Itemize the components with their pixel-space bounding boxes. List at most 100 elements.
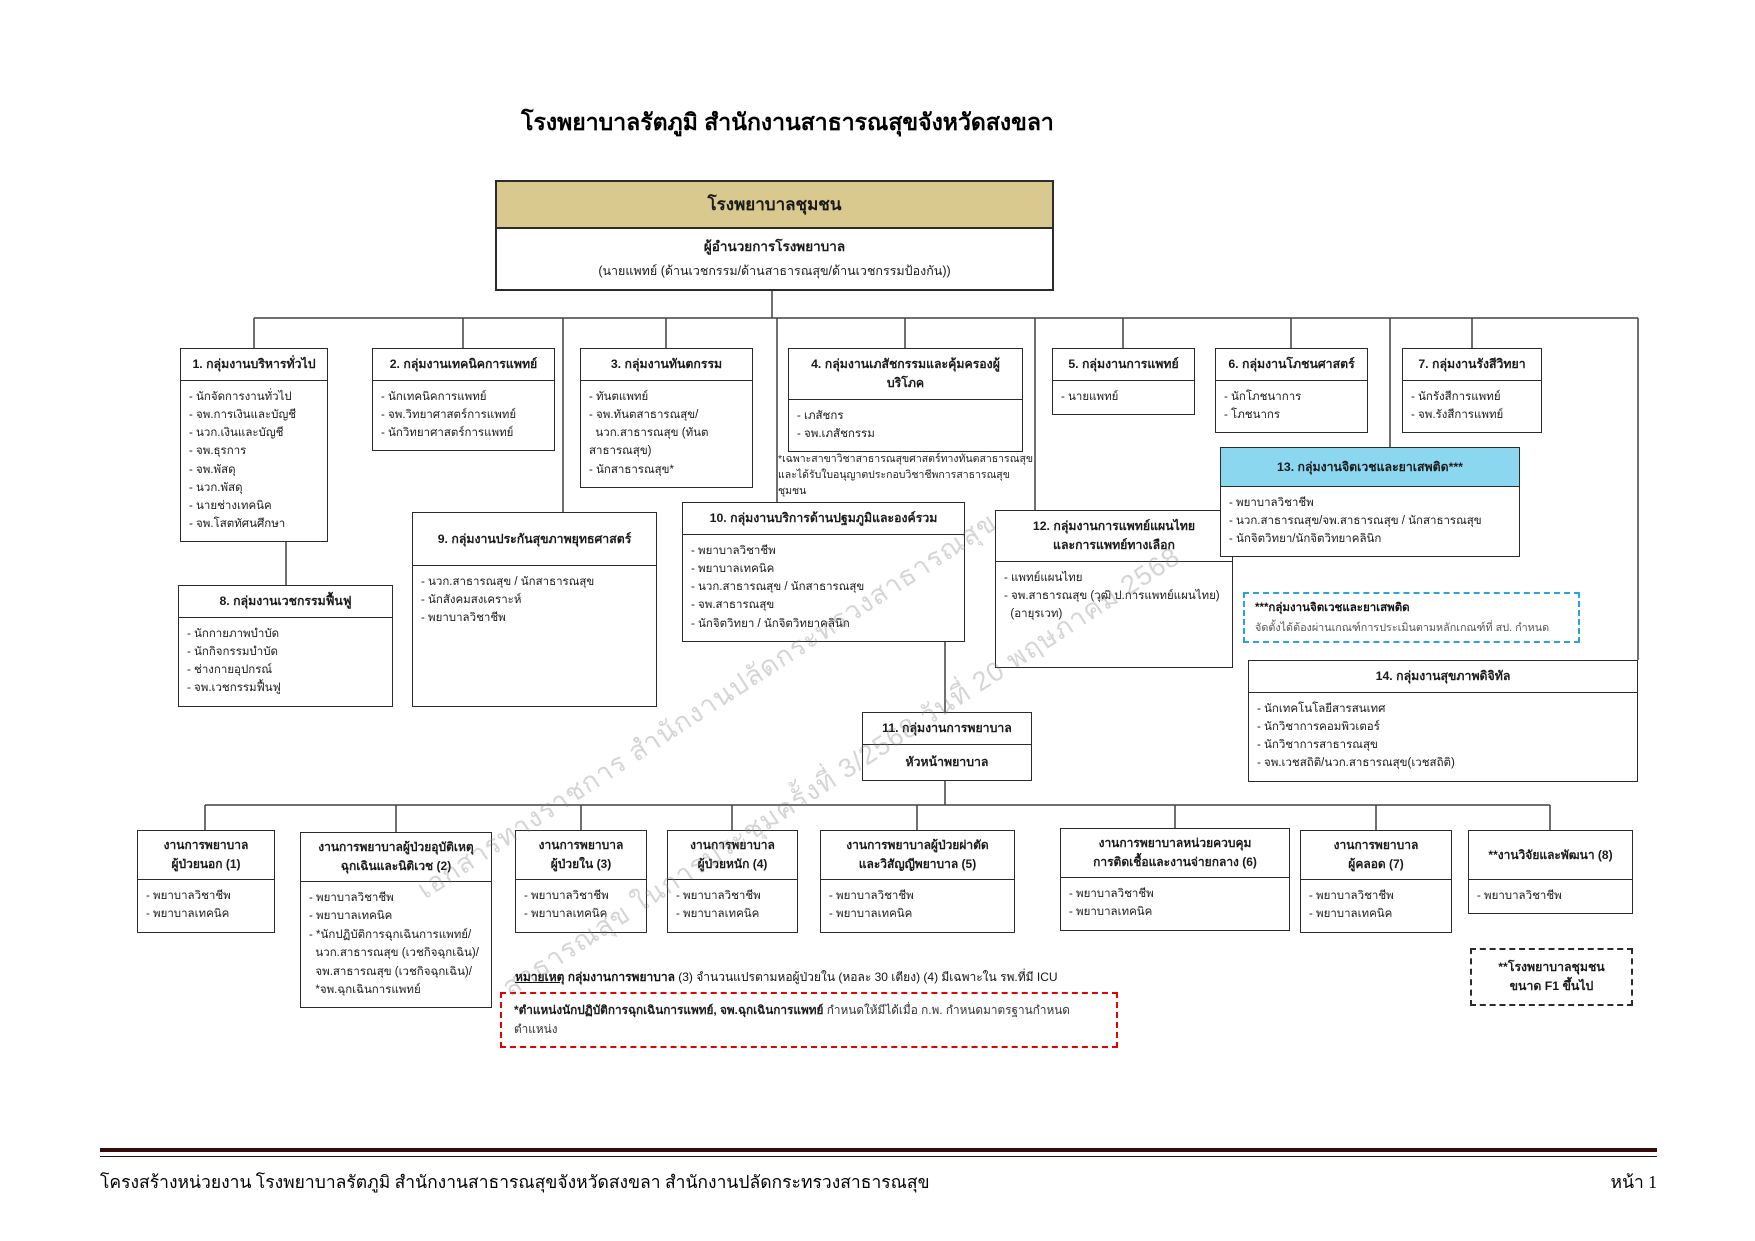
footer-rule xyxy=(100,1148,1657,1157)
org-box-4-items: - เภสัชกร - จพ.เภสัชกรรม xyxy=(789,400,1022,451)
staff-line: - พยาบาลเทคนิค xyxy=(524,908,608,921)
staff-line: - พยาบาลเทคนิค xyxy=(1069,906,1153,919)
staff-line: - จพ.รังสีการแพทย์ xyxy=(1411,409,1504,422)
staff-line: - นวก.สาธารณสุข / นักสาธารณสุข xyxy=(421,576,595,588)
emergency-position-note-text: กำหนดให้มีได้เมื่อ ก.พ. กำหนดมาตรฐานกำหน… xyxy=(514,1003,1070,1036)
org-box-9-title: 9. กลุ่มงานประกันสุขภาพยุทธศาสตร์ xyxy=(413,513,656,566)
staff-line: - แพทย์แผนไทย xyxy=(1004,572,1083,584)
root-box-body: ผู้อำนวยการโรงพยาบาล (นายแพทย์ (ด้านเวชก… xyxy=(497,229,1052,289)
dental-footnote: *เฉพาะสาขาวิชาสาธารณสุขศาสตร์ทางทันตสาธา… xyxy=(778,453,1034,497)
staff-line: - จพ.เวชกรรมฟื้นฟู xyxy=(187,682,281,695)
staff-line: - พยาบาลวิชาชีพ xyxy=(1477,890,1562,902)
staff-line: - จพ.พัสดุ xyxy=(189,463,236,476)
f1-hospital-note: **โรงพยาบาลชุมชน ขนาด F1 ขึ้นไป xyxy=(1470,948,1633,1006)
org-box-14-items: - นักเทคโนโลยีสารสนเทศ - นักวิชาการคอมพิว… xyxy=(1249,693,1637,781)
staff-line: - โภชนากร xyxy=(1224,409,1281,422)
org-box-10-items: - พยาบาลวิชาชีพ- พยาบาลเทคนิค- นวก.สาธาร… xyxy=(683,535,964,641)
nursing-box-2-items: - พยาบาลวิชาชีพ- พยาบาลเทคนิค- *นักปฏิบั… xyxy=(301,882,491,1007)
org-box-13-title: 13. กลุ่มงานจิตเวชและยาเสพติด*** xyxy=(1221,448,1519,487)
staff-line: - พยาบาลเทคนิค xyxy=(829,908,913,921)
org-box-10-primary-care: 10. กลุ่มงานบริการด้านปฐมภูมิและองค์รวม … xyxy=(682,502,965,642)
staff-line: - เภสัชกร xyxy=(797,410,844,422)
staff-line: - นักวิชาการสาธารณสุข xyxy=(1257,739,1378,752)
staff-line: - จพ.สาธารณสุข (วุฒิ ป.การแพทย์แผนไทย) xyxy=(1004,590,1220,603)
staff-line: - นวก.เงินและบัญชี xyxy=(189,427,284,440)
staff-line: - พยาบาลวิชาชีพ xyxy=(829,890,914,902)
remark-line: หมายเหตุ กลุ่มงานการพยาบาล (3) จำนวนแปรต… xyxy=(515,968,1058,987)
org-box-11-nursing: 11. กลุ่มงานการพยาบาล หัวหน้าพยาบาล xyxy=(862,712,1032,781)
org-box-7-title: 7. กลุ่มงานรังสีวิทยา xyxy=(1403,349,1541,381)
staff-line: - พยาบาลวิชาชีพ xyxy=(1069,888,1154,900)
staff-line: - จพ.โสตทัศนศึกษา xyxy=(189,518,286,531)
staff-line: นวก.สาธารณสุข (เวชกิจฉุกเฉิน)/ xyxy=(309,947,479,960)
staff-line: - นักสาธารณสุข* xyxy=(589,463,675,476)
staff-line: - จพ.เภสัชกรรม xyxy=(797,428,875,441)
staff-line: - นักกิจกรรมบำบัด xyxy=(187,646,278,659)
staff-line: - จพ.การเงินและบัญชี xyxy=(189,409,297,422)
nursing-box-3-items: - พยาบาลวิชาชีพ - พยาบาลเทคนิค xyxy=(516,880,646,932)
staff-line: - นักโภชนาการ xyxy=(1224,391,1302,403)
staff-line: - จพ.ทันตสาธารณสุข/ xyxy=(589,409,699,422)
staff-line: - พยาบาลวิชาชีพ xyxy=(524,890,609,902)
org-box-5-medicine: 5. กลุ่มงานการแพทย์ - นายแพทย์ xyxy=(1052,348,1195,416)
org-box-2-medical-technology: 2. กลุ่มงานเทคนิคการแพทย์ - นักเทคนิคการ… xyxy=(372,348,555,452)
staff-line: - นวก.สาธารณสุข / นักสาธารณสุข xyxy=(691,581,865,594)
staff-line: - นักสังคมสงเคราะห์ xyxy=(421,594,522,607)
org-box-12-thai-medicine: 12. กลุ่มงานการแพทย์แผนไทย และการแพทย์ทา… xyxy=(995,510,1233,668)
staff-line: - นักรังสีการแพทย์ xyxy=(1411,391,1501,403)
footer-left-text: โครงสร้างหน่วยงาน โรงพยาบาลรัตภูมิ สำนัก… xyxy=(100,1172,930,1192)
staff-line: - พยาบาลวิชาชีพ xyxy=(676,890,761,902)
staff-line: - นักวิทยาศาสตร์การแพทย์ xyxy=(381,427,514,440)
staff-line: - พยาบาลเทคนิค xyxy=(1309,908,1393,921)
emergency-position-note-bold: *ตำแหน่งนักปฏิบัติการฉุกเฉินการแพทย์, จพ… xyxy=(514,1003,827,1017)
staff-line: - นายแพทย์ xyxy=(1061,391,1119,403)
staff-line: - นายช่างเทคนิค xyxy=(189,499,272,512)
org-box-14-title: 14. กลุ่มงานสุขภาพดิจิทัล xyxy=(1249,661,1637,693)
staff-line: (อายุรเวท) xyxy=(1004,608,1063,621)
staff-line: - นักกายภาพบำบัด xyxy=(187,628,280,640)
psychiatry-note: ***กลุ่มงานจิตเวชและยาเสพติด จัดตั้งได้ต… xyxy=(1243,592,1580,643)
staff-line: จพ.สาธารณสุข (เวชกิจฉุกเฉิน)/ xyxy=(309,965,472,978)
page-title: โรงพยาบาลรัตภูมิ สำนักงานสาธารณสุขจังหวั… xyxy=(521,109,1054,135)
root-box: โรงพยาบาลชุมชน ผู้อำนวยการโรงพยาบาล (นาย… xyxy=(495,180,1054,291)
nursing-box-6-items: - พยาบาลวิชาชีพ - พยาบาลเทคนิค xyxy=(1061,878,1289,930)
footer: โครงสร้างหน่วยงาน โรงพยาบาลรัตภูมิ สำนัก… xyxy=(100,1168,1657,1196)
nursing-box-6-title: งานการพยาบาลหน่วยควบคุม การติดเชื้อและงา… xyxy=(1061,829,1289,878)
staff-line: - พยาบาลวิชาชีพ xyxy=(1309,890,1394,902)
nursing-box-4-items: - พยาบาลวิชาชีพ- พยาบาลเทคนิค xyxy=(668,880,797,932)
staff-line: *จพ.ฉุกเฉินการแพทย์ xyxy=(309,983,421,996)
org-box-4-pharmacy: 4. กลุ่มงานเภสัชกรรมและคุ้มครองผู้บริโภค… xyxy=(788,348,1023,453)
nursing-box-1-title: งานการพยาบาล ผู้ป่วยนอก (1) xyxy=(138,831,274,880)
staff-line: - นักเทคโนโลยีสารสนเทศ xyxy=(1257,703,1386,715)
director-subtitle: (นายแพทย์ (ด้านเวชกรรม/ด้านสาธารณสุข/ด้า… xyxy=(598,264,951,278)
org-box-5-title: 5. กลุ่มงานการแพทย์ xyxy=(1053,349,1194,381)
org-box-2-items: - นักเทคนิคการแพทย์- จพ.วิทยาศาสตร์การแพ… xyxy=(373,381,554,450)
org-box-7-radiology: 7. กลุ่มงานรังสีวิทยา - นักรังสีการแพทย์… xyxy=(1402,348,1542,434)
staff-line: - *นักปฏิบัติการฉุกเฉินการแพทย์/ xyxy=(309,928,472,941)
nursing-box-3-inpatient: งานการพยาบาล ผู้ป่วยใน (3) - พยาบาลวิชาช… xyxy=(515,830,647,933)
org-box-8-title: 8. กลุ่มงานเวชกรรมฟื้นฟู xyxy=(179,586,392,618)
remark-text: (3) จำนวนแปรตามหอผู้ป่วยใน (หอละ 30 เตีย… xyxy=(678,970,1058,984)
staff-line: - พยาบาลวิชาชีพ xyxy=(1229,497,1314,509)
org-box-11-title: 11. กลุ่มงานการพยาบาล xyxy=(863,713,1031,745)
root-box-header: โรงพยาบาลชุมชน xyxy=(497,182,1052,229)
org-box-5-items: - นายแพทย์ xyxy=(1053,381,1194,414)
staff-line: - ช่างกายอุปกรณ์ xyxy=(187,664,273,677)
org-box-3-items: - ทันตแพทย์- จพ.ทันตสาธารณสุข/ นวก.สาธาร… xyxy=(581,381,752,487)
org-box-13-items: - พยาบาลวิชาชีพ - นวก.สาธารณสุข/จพ.สาธารณ… xyxy=(1221,487,1519,556)
psychiatry-note-title: ***กลุ่มงานจิตเวชและยาเสพติด xyxy=(1255,602,1410,614)
org-box-13-psychiatry-narcotics: 13. กลุ่มงานจิตเวชและยาเสพติด*** - พยาบา… xyxy=(1220,447,1520,558)
nursing-box-3-title: งานการพยาบาล ผู้ป่วยใน (3) xyxy=(516,831,646,880)
org-box-6-nutrition: 6. กลุ่มงานโภชนศาสตร์ - นักโภชนาการ- โภช… xyxy=(1215,348,1368,434)
psychiatry-note-text: จัดตั้งได้ต้องผ่านเกณฑ์การประเมินตามหลัก… xyxy=(1255,622,1550,634)
org-box-6-items: - นักโภชนาการ - โภชนากร xyxy=(1216,381,1367,432)
staff-line: - นวก.สาธารณสุข/จพ.สาธารณสุข / นักสาธารณ… xyxy=(1229,515,1482,528)
staff-line: - นักวิชาการคอมพิวเตอร์ xyxy=(1257,721,1380,734)
org-box-3-title: 3. กลุ่มงานทันตกรรม xyxy=(581,349,752,381)
nursing-box-1-outpatient: งานการพยาบาล ผู้ป่วยนอก (1) - พยาบาลวิชา… xyxy=(137,830,275,933)
org-box-7-items: - นักรังสีการแพทย์ - จพ.รังสีการแพทย์ xyxy=(1403,381,1541,432)
staff-line: - นักจิตวิทยา / นักจิตวิทยาคลินิก xyxy=(691,617,850,630)
staff-line: - จพ.วิทยาศาสตร์การแพทย์ xyxy=(381,409,517,422)
nursing-box-2-emergency: งานการพยาบาลผู้ป่วยอุบัติเหตุ ฉุกเฉินและ… xyxy=(300,832,492,1009)
